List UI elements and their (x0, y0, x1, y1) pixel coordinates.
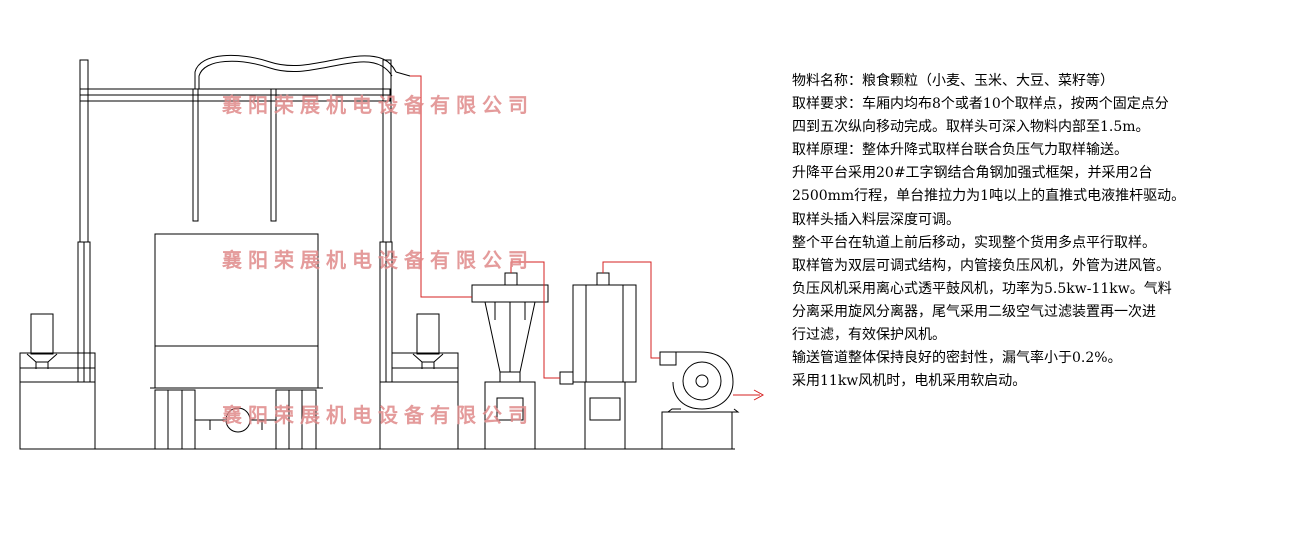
spec-line: 升降平台采用20#工字钢结合角钢加强式框架，并采用2台 (792, 165, 1153, 182)
sampling-tubes (192, 54, 411, 222)
conveying-pipe (410, 75, 765, 401)
air-filter (559, 272, 637, 450)
left-base-unit (19, 313, 96, 450)
specification-text: 物料名称：粮食颗粒（小麦、玉米、大豆、菜籽等） 取样要求：车厢内均布8个或者10… (792, 70, 1288, 393)
sampling-system-schematic (19, 54, 765, 450)
cyclone-separator (471, 272, 549, 450)
left-pillar (77, 59, 91, 383)
centrifugal-fan (659, 351, 750, 450)
spec-line: 物料名称：粮食颗粒（小麦、玉米、大豆、菜籽等） (792, 73, 1114, 89)
spec-line: 分离采用旋风分离器，尾气采用二级空气过滤装置再一次进 (792, 303, 1156, 320)
company-watermark: 襄阳荣展机电设备有限公司 (222, 93, 534, 117)
spec-line: 四到五次纵向移动完成。取样头可深入物料内部至1.5m。 (792, 119, 1150, 136)
spec-line: 取样头插入料层深度可调。 (792, 211, 960, 228)
top-beam (79, 88, 391, 102)
spec-line: 取样管为双层可调式结构，内管接负压风机，外管为进风管。 (792, 257, 1170, 274)
spec-line: 采用11kw风机时，电机采用软启动。 (792, 373, 1027, 390)
spec-line: 负压风机采用离心式透平鼓风机，功率为5.5kw-11kw。气料 (792, 280, 1172, 297)
right-base-unit (379, 313, 459, 450)
truck-cargo-box (150, 233, 323, 450)
spec-line: 取样要求：车厢内均布8个或者10个取样点，按两个固定点分 (792, 96, 1169, 113)
company-watermark: 襄阳荣展机电设备有限公司 (222, 403, 534, 427)
spec-line: 输送管道整体保持良好的密封性，漏气率小于0.2%。 (792, 350, 1122, 367)
spec-line: 取样原理：整体升降式取样台联合负压气力取样输送。 (792, 142, 1128, 159)
spec-line: 2500mm行程，单台推拉力为1吨以上的直推式电液推杆驱动。 (792, 188, 1186, 205)
spec-line: 整个平台在轨道上前后移动，实现整个货用多点平行取样。 (792, 234, 1156, 251)
spec-line: 行过滤，有效保护风机。 (792, 327, 946, 344)
company-watermark: 襄阳荣展机电设备有限公司 (222, 248, 534, 272)
